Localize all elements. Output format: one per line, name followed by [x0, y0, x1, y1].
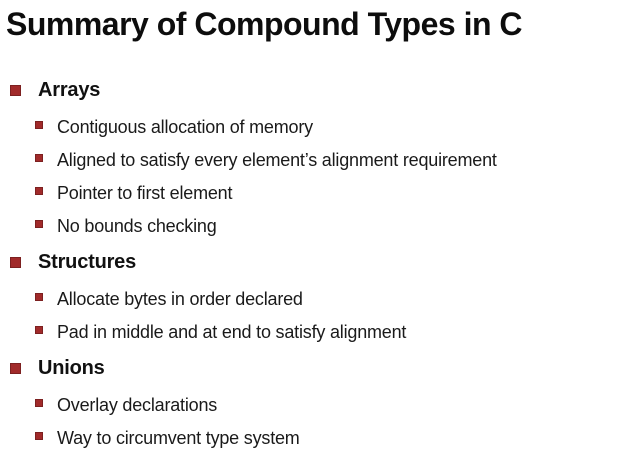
section-heading-label: Unions [38, 356, 105, 379]
list-item: Allocate bytes in order declared [10, 283, 621, 316]
square-bullet-icon [35, 120, 43, 129]
list-item: Way to circumvent type system [10, 422, 621, 455]
square-bullet-icon [35, 292, 43, 301]
list-item: Pointer to first element [10, 177, 621, 210]
list-item: Aligned to satisfy every element’s align… [10, 144, 621, 177]
list-item-label: Overlay declarations [57, 395, 218, 415]
slide-content: Arrays Contiguous allocation of memory A… [0, 75, 621, 455]
slide-title: Summary of Compound Types in C [6, 6, 523, 42]
square-bullet-icon [35, 219, 43, 228]
list-item-label: Way to circumvent type system [57, 428, 300, 448]
square-bullet-icon [10, 256, 21, 268]
section-heading-structures: Structures [10, 247, 621, 277]
section-heading-label: Structures [38, 250, 137, 273]
list-item: Contiguous allocation of memory [10, 111, 621, 144]
section-heading-label: Arrays [38, 78, 101, 101]
square-bullet-icon [35, 325, 43, 334]
section-heading-arrays: Arrays [10, 75, 621, 105]
list-item: Pad in middle and at end to satisfy alig… [10, 316, 621, 349]
square-bullet-icon [35, 398, 43, 407]
square-bullet-icon [10, 362, 21, 374]
list-item-label: Aligned to satisfy every element’s align… [57, 150, 497, 170]
list-item-label: Pad in middle and at end to satisfy alig… [57, 322, 407, 342]
list-item-label: Allocate bytes in order declared [57, 289, 303, 309]
section-heading-unions: Unions [10, 353, 621, 383]
square-bullet-icon [10, 84, 21, 96]
list-item: No bounds checking [10, 210, 621, 243]
list-item-label: Pointer to first element [57, 183, 233, 203]
list-item: Overlay declarations [10, 389, 621, 422]
square-bullet-icon [35, 153, 43, 162]
list-item-label: No bounds checking [57, 216, 217, 236]
square-bullet-icon [35, 186, 43, 195]
square-bullet-icon [35, 431, 43, 440]
list-item-label: Contiguous allocation of memory [57, 117, 313, 137]
